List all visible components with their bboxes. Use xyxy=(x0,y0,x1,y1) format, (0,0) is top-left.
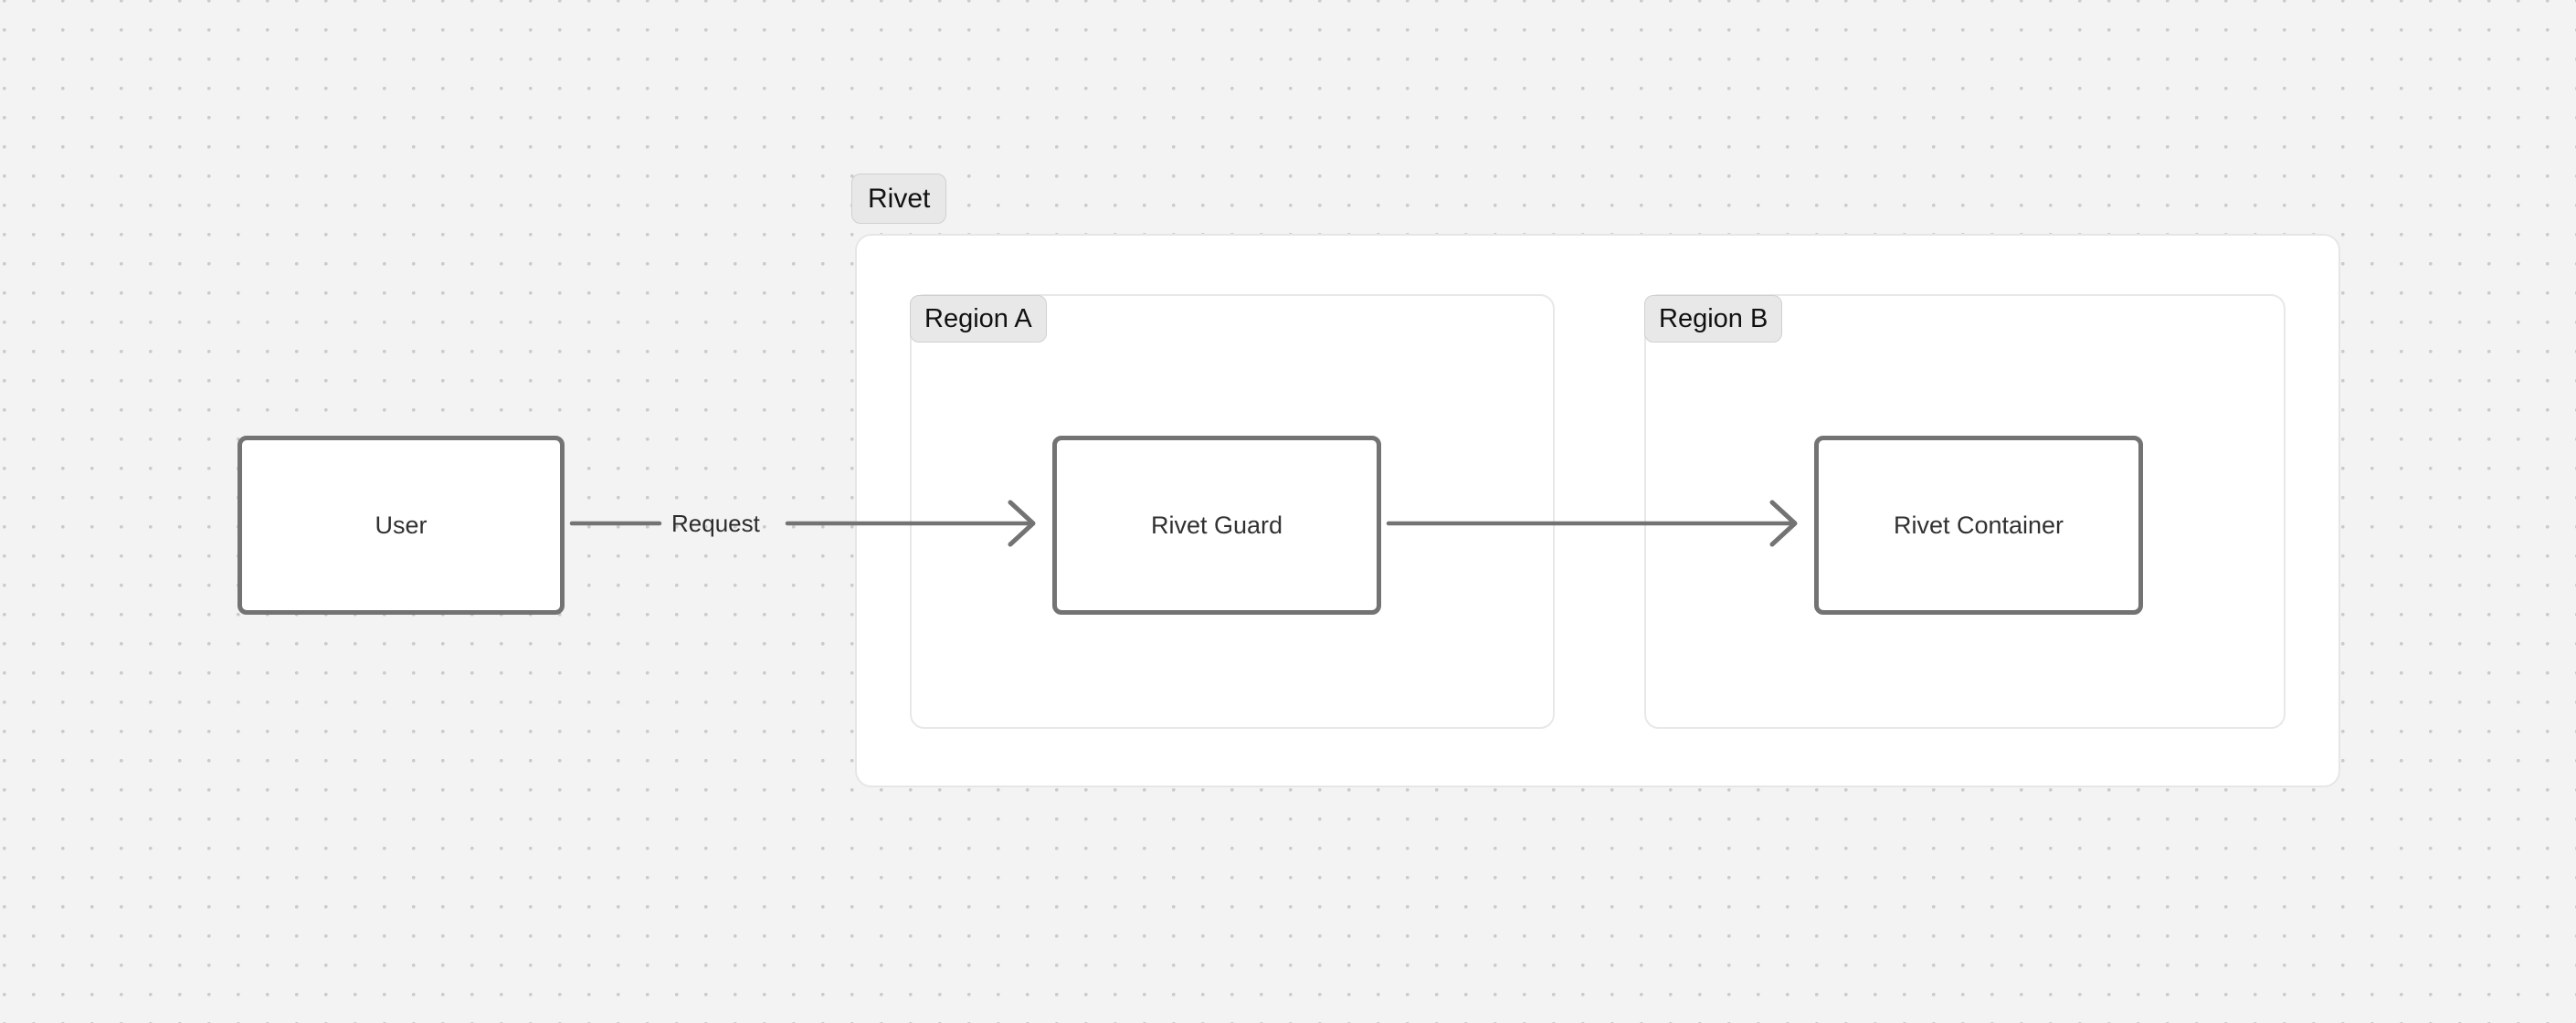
group-label-region-a[interactable]: Region A xyxy=(910,295,1047,343)
node-rivet-guard[interactable]: Rivet Guard xyxy=(1052,436,1381,615)
group-label-rivet[interactable]: Rivet xyxy=(851,174,947,224)
node-label: User xyxy=(375,511,428,539)
node-label: Rivet Container xyxy=(1893,511,2064,539)
node-label: Rivet Guard xyxy=(1150,511,1283,539)
edge-label-request[interactable]: Request xyxy=(671,510,760,537)
group-label-region-b[interactable]: Region B xyxy=(1644,295,1783,343)
node-rivet-container[interactable]: Rivet Container xyxy=(1814,436,2143,615)
node-user[interactable]: User xyxy=(238,436,565,615)
